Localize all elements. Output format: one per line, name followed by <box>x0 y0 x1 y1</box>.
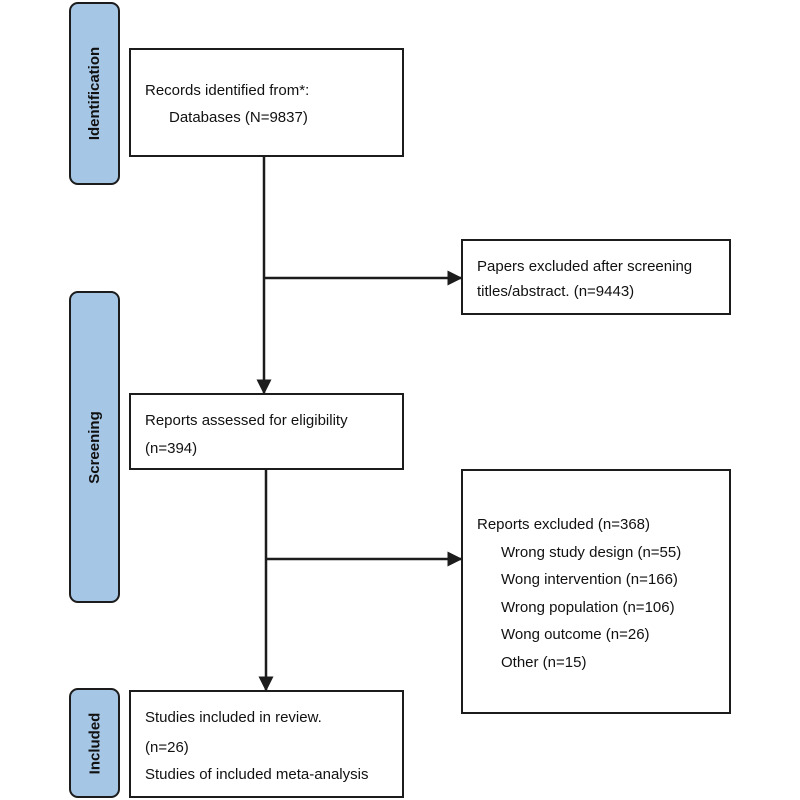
papers-excluded-line2: titles/abstract. (n=9443) <box>477 283 635 300</box>
studies-included-box: Studies included in review. (n=26) Studi… <box>129 690 404 798</box>
reports-excluded-title: Reports excluded (n=368) <box>477 516 651 533</box>
exclusion-reason-item: Wong intervention (n=166) <box>501 571 678 588</box>
exclusion-reason-item: Wrong study design (n=55) <box>501 544 682 561</box>
reports-assessed-count: (n=394) <box>145 440 198 457</box>
stage-included: Included <box>69 688 120 798</box>
records-databases-count: Databases (N=9837) <box>169 109 308 126</box>
stage-identification: Identification <box>69 2 120 185</box>
reports-excluded-box: Reports excluded (n=368) Wrong study des… <box>461 469 731 714</box>
studies-included-count: (n=26) <box>145 739 189 756</box>
reports-assessed-line1: Reports assessed for eligibility <box>145 412 348 429</box>
exclusion-reason-item: Other (n=15) <box>501 654 587 671</box>
exclusion-reason-item: Wong outcome (n=26) <box>501 626 650 643</box>
papers-excluded-line1: Papers excluded after screening <box>477 258 693 275</box>
studies-meta-analysis-line: Studies of included meta-analysis <box>145 766 369 783</box>
stage-screening: Screening <box>69 291 120 603</box>
records-identified-heading: Records identified from*: <box>145 82 310 99</box>
exclusion-reason-item: Wrong population (n=106) <box>501 599 675 616</box>
studies-included-line1: Studies included in review. <box>145 709 322 726</box>
records-identified-box: Records identified from*: Databases (N=9… <box>129 48 404 157</box>
reports-assessed-box: Reports assessed for eligibility (n=394) <box>129 393 404 470</box>
papers-excluded-box: Papers excluded after screening titles/a… <box>461 239 731 315</box>
